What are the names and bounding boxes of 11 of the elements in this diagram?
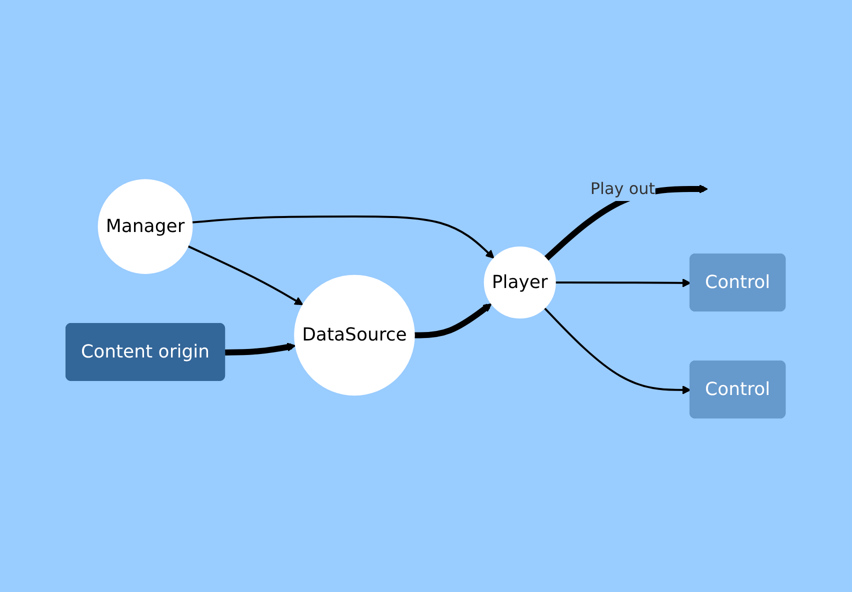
arrow <box>544 184 708 261</box>
arrow <box>192 216 495 259</box>
arrow <box>544 307 692 394</box>
edge-label: Play out <box>590 179 656 198</box>
node-circle: Manager <box>98 179 194 274</box>
node-circle: DataSource <box>294 274 416 396</box>
arrow <box>188 245 304 306</box>
arrow <box>414 303 492 338</box>
node-circle: Player <box>484 246 556 318</box>
arrow <box>225 342 296 356</box>
arrow <box>556 278 692 288</box>
